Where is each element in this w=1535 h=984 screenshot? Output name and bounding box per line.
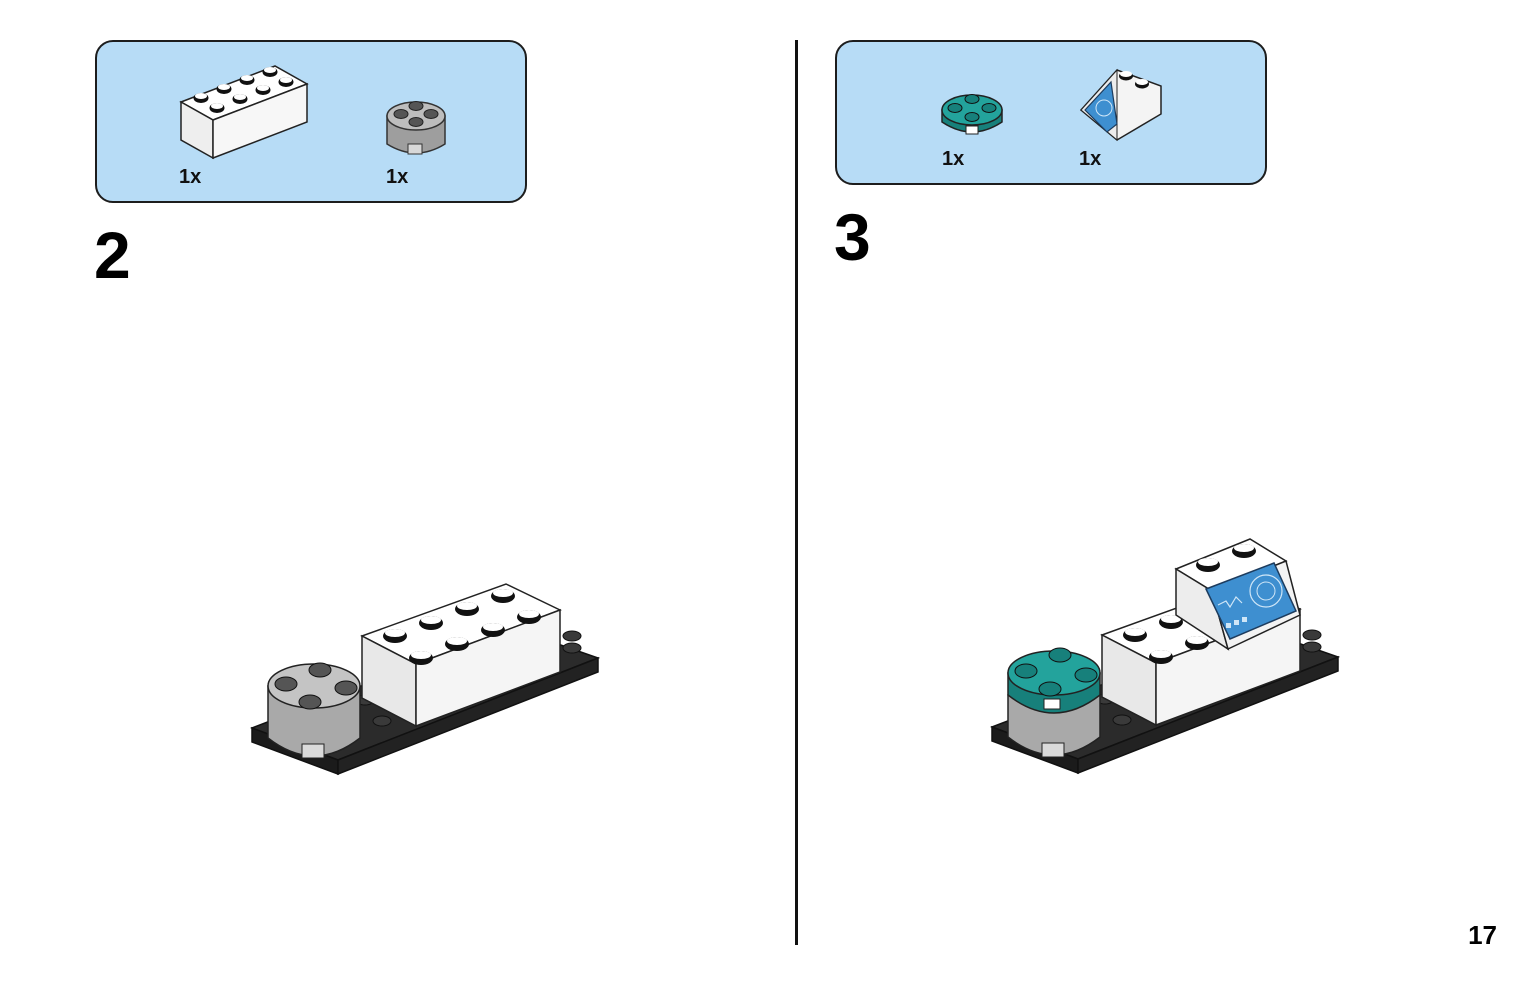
part-quantity: 1x — [179, 166, 202, 188]
part-quantity: 1x — [1079, 148, 1102, 170]
part-quantity: 1x — [942, 148, 965, 170]
step-number: 3 — [834, 200, 871, 274]
gray-round-brick-2x2-icon — [386, 101, 446, 155]
part-teal-round-plate — [939, 88, 1005, 140]
white-slope-screen-printed-icon — [1079, 68, 1162, 142]
part-quantity: 1x — [386, 166, 409, 188]
step-3-assembly-illustration — [989, 535, 1341, 790]
step-2-assembly-illustration — [249, 578, 601, 790]
parts-list-step-2: 1x 1x — [95, 40, 527, 203]
part-white-brick — [177, 62, 312, 162]
white-brick-2x4-icon — [179, 65, 309, 160]
teal-round-plate-2x2-icon — [941, 94, 1003, 135]
step-number: 2 — [94, 218, 131, 292]
parts-list-step-3: 1x 1x — [835, 40, 1267, 185]
part-gray-round-brick — [383, 90, 449, 160]
page-number: 17 — [1468, 920, 1497, 950]
page-divider — [795, 40, 798, 945]
part-white-slope — [1077, 62, 1167, 142]
